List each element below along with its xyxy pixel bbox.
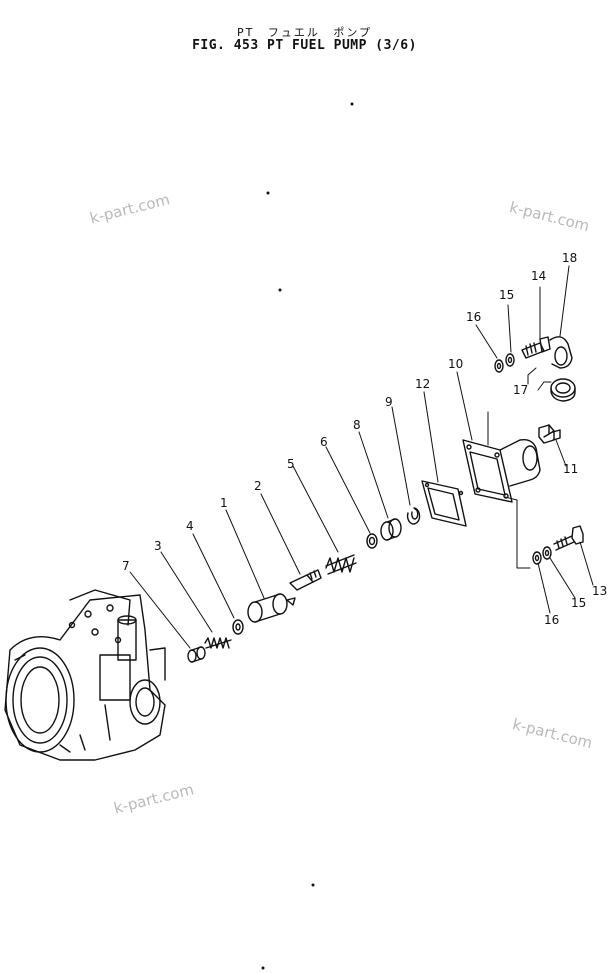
part-15-16-lower-washers bbox=[532, 546, 552, 565]
part-18-elbow bbox=[549, 336, 573, 369]
part-11-plug bbox=[538, 424, 561, 444]
callout-2: 2 bbox=[254, 479, 262, 493]
callout-14: 14 bbox=[531, 269, 546, 283]
part-2-valve bbox=[289, 569, 322, 591]
part-5-spring bbox=[325, 554, 357, 575]
callout-17: 17 bbox=[513, 383, 528, 397]
callout-12: 12 bbox=[415, 377, 430, 391]
callout-5: 5 bbox=[287, 457, 295, 471]
part-12-gasket bbox=[421, 480, 467, 527]
figure-title-japanese: PT フュエル ポンプ bbox=[236, 26, 372, 39]
part-15-16-upper-washers bbox=[494, 353, 515, 373]
part-1-barrel bbox=[247, 593, 296, 623]
callout-7: 7 bbox=[122, 559, 130, 573]
callout-15-upper: 15 bbox=[499, 288, 514, 302]
callout-11: 11 bbox=[563, 462, 578, 476]
callout-16-upper: 16 bbox=[466, 310, 481, 324]
callout-18: 18 bbox=[562, 251, 577, 265]
part-10-cover bbox=[462, 438, 541, 503]
pump-housing bbox=[4, 589, 166, 761]
callout-16-lower: 16 bbox=[544, 613, 559, 627]
part-8-cup bbox=[380, 518, 402, 541]
figure-title: FIG. 453 PT FUEL PUMP (3/6) bbox=[192, 38, 417, 53]
part-7-sleeve bbox=[187, 646, 206, 663]
callout-1: 1 bbox=[220, 496, 228, 510]
callout-8: 8 bbox=[353, 418, 361, 432]
callout-13: 13 bbox=[592, 584, 607, 598]
part-14-banjo-bolt bbox=[521, 336, 551, 359]
part-3-spring bbox=[204, 637, 232, 649]
part-13-bolt bbox=[553, 525, 584, 551]
part-4-washer bbox=[232, 619, 244, 635]
callout-9: 9 bbox=[385, 395, 393, 409]
callout-10: 10 bbox=[448, 357, 463, 371]
part-9-snap-ring bbox=[406, 507, 421, 525]
callout-4: 4 bbox=[186, 519, 194, 533]
part-17-seal bbox=[550, 378, 576, 402]
callout-15-lower: 15 bbox=[571, 596, 586, 610]
part-6-ring bbox=[366, 533, 378, 549]
callout-3: 3 bbox=[154, 539, 162, 553]
callout-6: 6 bbox=[320, 435, 328, 449]
